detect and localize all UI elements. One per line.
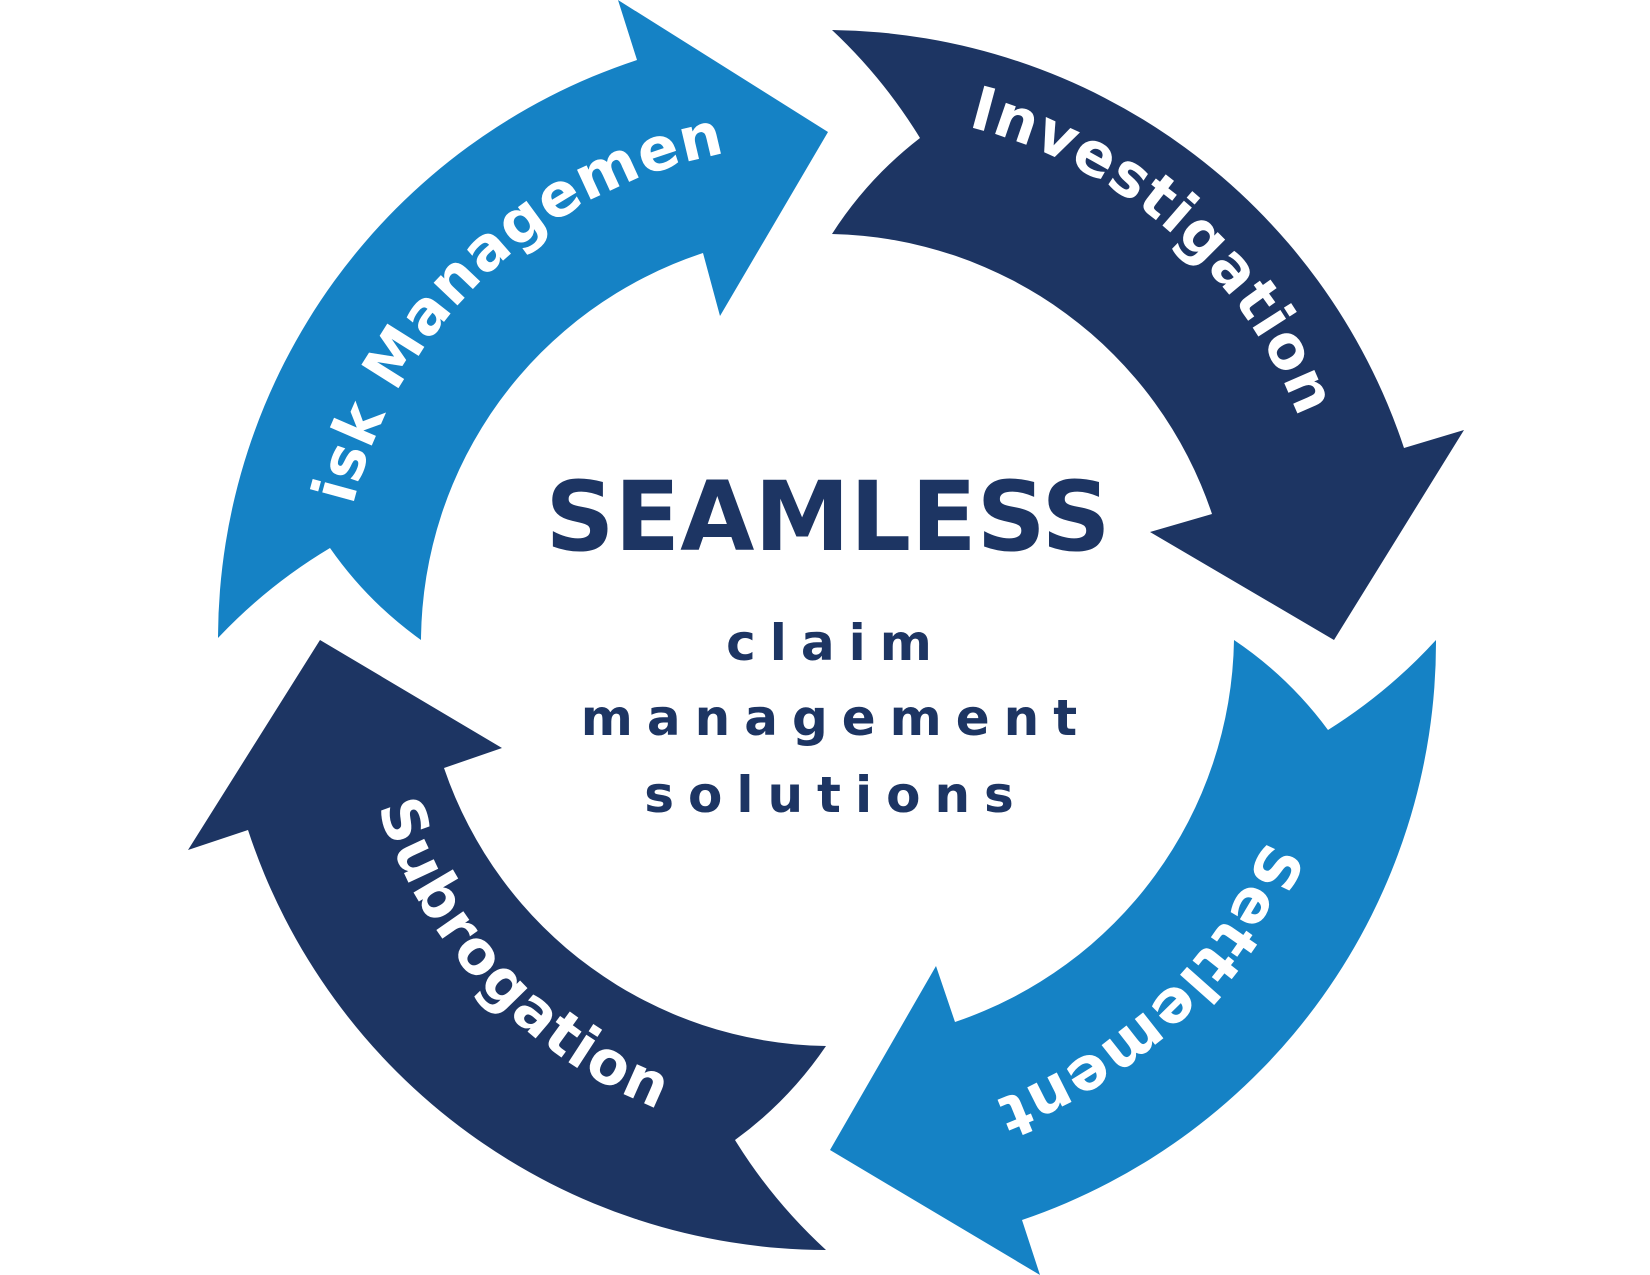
center-text: SEAMLESS claim management solutions xyxy=(545,461,1110,824)
arrow-settlement-shape xyxy=(830,640,1437,1275)
center-line-claim: claim xyxy=(726,614,946,672)
arrow-subrogation-shape xyxy=(188,640,826,1250)
arrow-risk-management-shape xyxy=(218,0,828,640)
center-title: SEAMLESS xyxy=(545,461,1110,573)
center-line-solutions: solutions xyxy=(644,766,1028,824)
center-line-management: management xyxy=(581,689,1091,747)
arrow-investigation-shape xyxy=(832,30,1464,640)
